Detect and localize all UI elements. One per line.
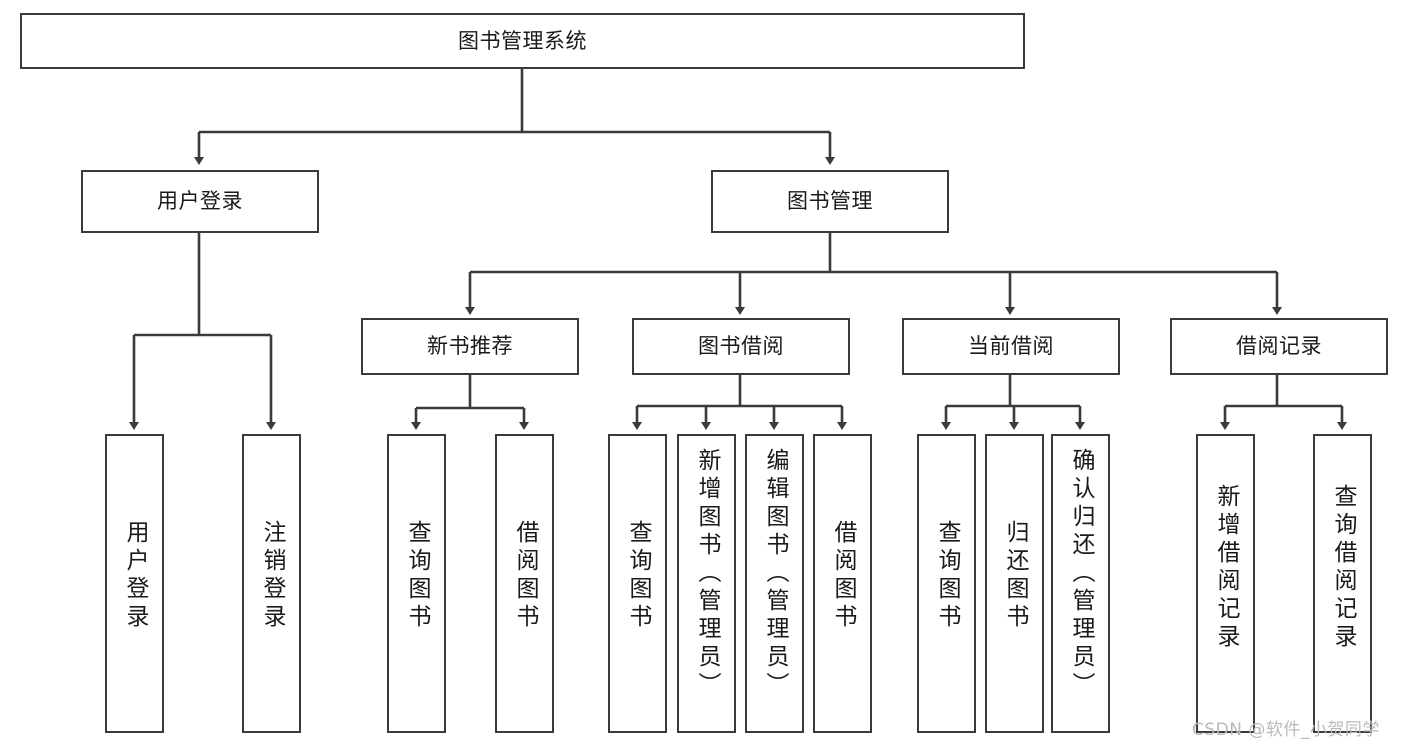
leaf-new-book-borrow[interactable]: 借阅图书	[495, 434, 554, 733]
leaf-borrow-edit-book[interactable]: 编辑图书（管理员）	[745, 434, 804, 733]
leaf-current-confirm-return-label: 确认归还（管理员）	[1068, 448, 1094, 700]
node-book-management-label: 图书管理	[787, 189, 873, 214]
node-root[interactable]: 图书管理系统	[20, 13, 1025, 69]
node-current-borrow[interactable]: 当前借阅	[902, 318, 1120, 375]
leaf-current-return-book[interactable]: 归还图书	[985, 434, 1044, 733]
leaf-borrow-add-book[interactable]: 新增图书（管理员）	[677, 434, 736, 733]
leaf-borrow-borrow-book-label: 借阅图书	[830, 520, 856, 632]
leaf-current-query-book-label: 查询图书	[934, 520, 960, 632]
node-new-book-recommend-label: 新书推荐	[427, 334, 513, 359]
leaf-current-return-book-label: 归还图书	[1002, 520, 1028, 632]
node-borrow-record-label: 借阅记录	[1236, 334, 1322, 359]
leaf-new-book-borrow-label: 借阅图书	[512, 520, 538, 632]
node-book-borrow[interactable]: 图书借阅	[632, 318, 850, 375]
leaf-new-book-query[interactable]: 查询图书	[387, 434, 446, 733]
leaf-record-add[interactable]: 新增借阅记录	[1196, 434, 1255, 733]
leaf-user-login-logout[interactable]: 注销登录	[242, 434, 301, 733]
leaf-record-add-label: 新增借阅记录	[1213, 484, 1239, 652]
leaf-borrow-query-book[interactable]: 查询图书	[608, 434, 667, 733]
leaf-user-login-logout-label: 注销登录	[259, 520, 285, 632]
leaf-user-login-login-label: 用户登录	[122, 520, 148, 632]
leaf-borrow-borrow-book[interactable]: 借阅图书	[813, 434, 872, 733]
leaf-user-login-login[interactable]: 用户登录	[105, 434, 164, 733]
leaf-new-book-query-label: 查询图书	[404, 520, 430, 632]
node-new-book-recommend[interactable]: 新书推荐	[361, 318, 579, 375]
node-user-login[interactable]: 用户登录	[81, 170, 319, 233]
node-root-label: 图书管理系统	[458, 28, 587, 53]
node-book-management[interactable]: 图书管理	[711, 170, 949, 233]
leaf-current-query-book[interactable]: 查询图书	[917, 434, 976, 733]
leaf-record-query[interactable]: 查询借阅记录	[1313, 434, 1372, 733]
node-borrow-record[interactable]: 借阅记录	[1170, 318, 1388, 375]
leaf-current-confirm-return[interactable]: 确认归还（管理员）	[1051, 434, 1110, 733]
leaf-record-query-label: 查询借阅记录	[1330, 484, 1356, 652]
node-current-borrow-label: 当前借阅	[968, 334, 1054, 359]
leaf-borrow-edit-book-label: 编辑图书（管理员）	[762, 448, 788, 700]
node-book-borrow-label: 图书借阅	[698, 334, 784, 359]
leaf-borrow-query-book-label: 查询图书	[625, 520, 651, 632]
watermark: CSDN @软件_小贺同学	[1192, 720, 1380, 740]
node-user-login-label: 用户登录	[157, 189, 243, 214]
leaf-borrow-add-book-label: 新增图书（管理员）	[694, 448, 720, 700]
